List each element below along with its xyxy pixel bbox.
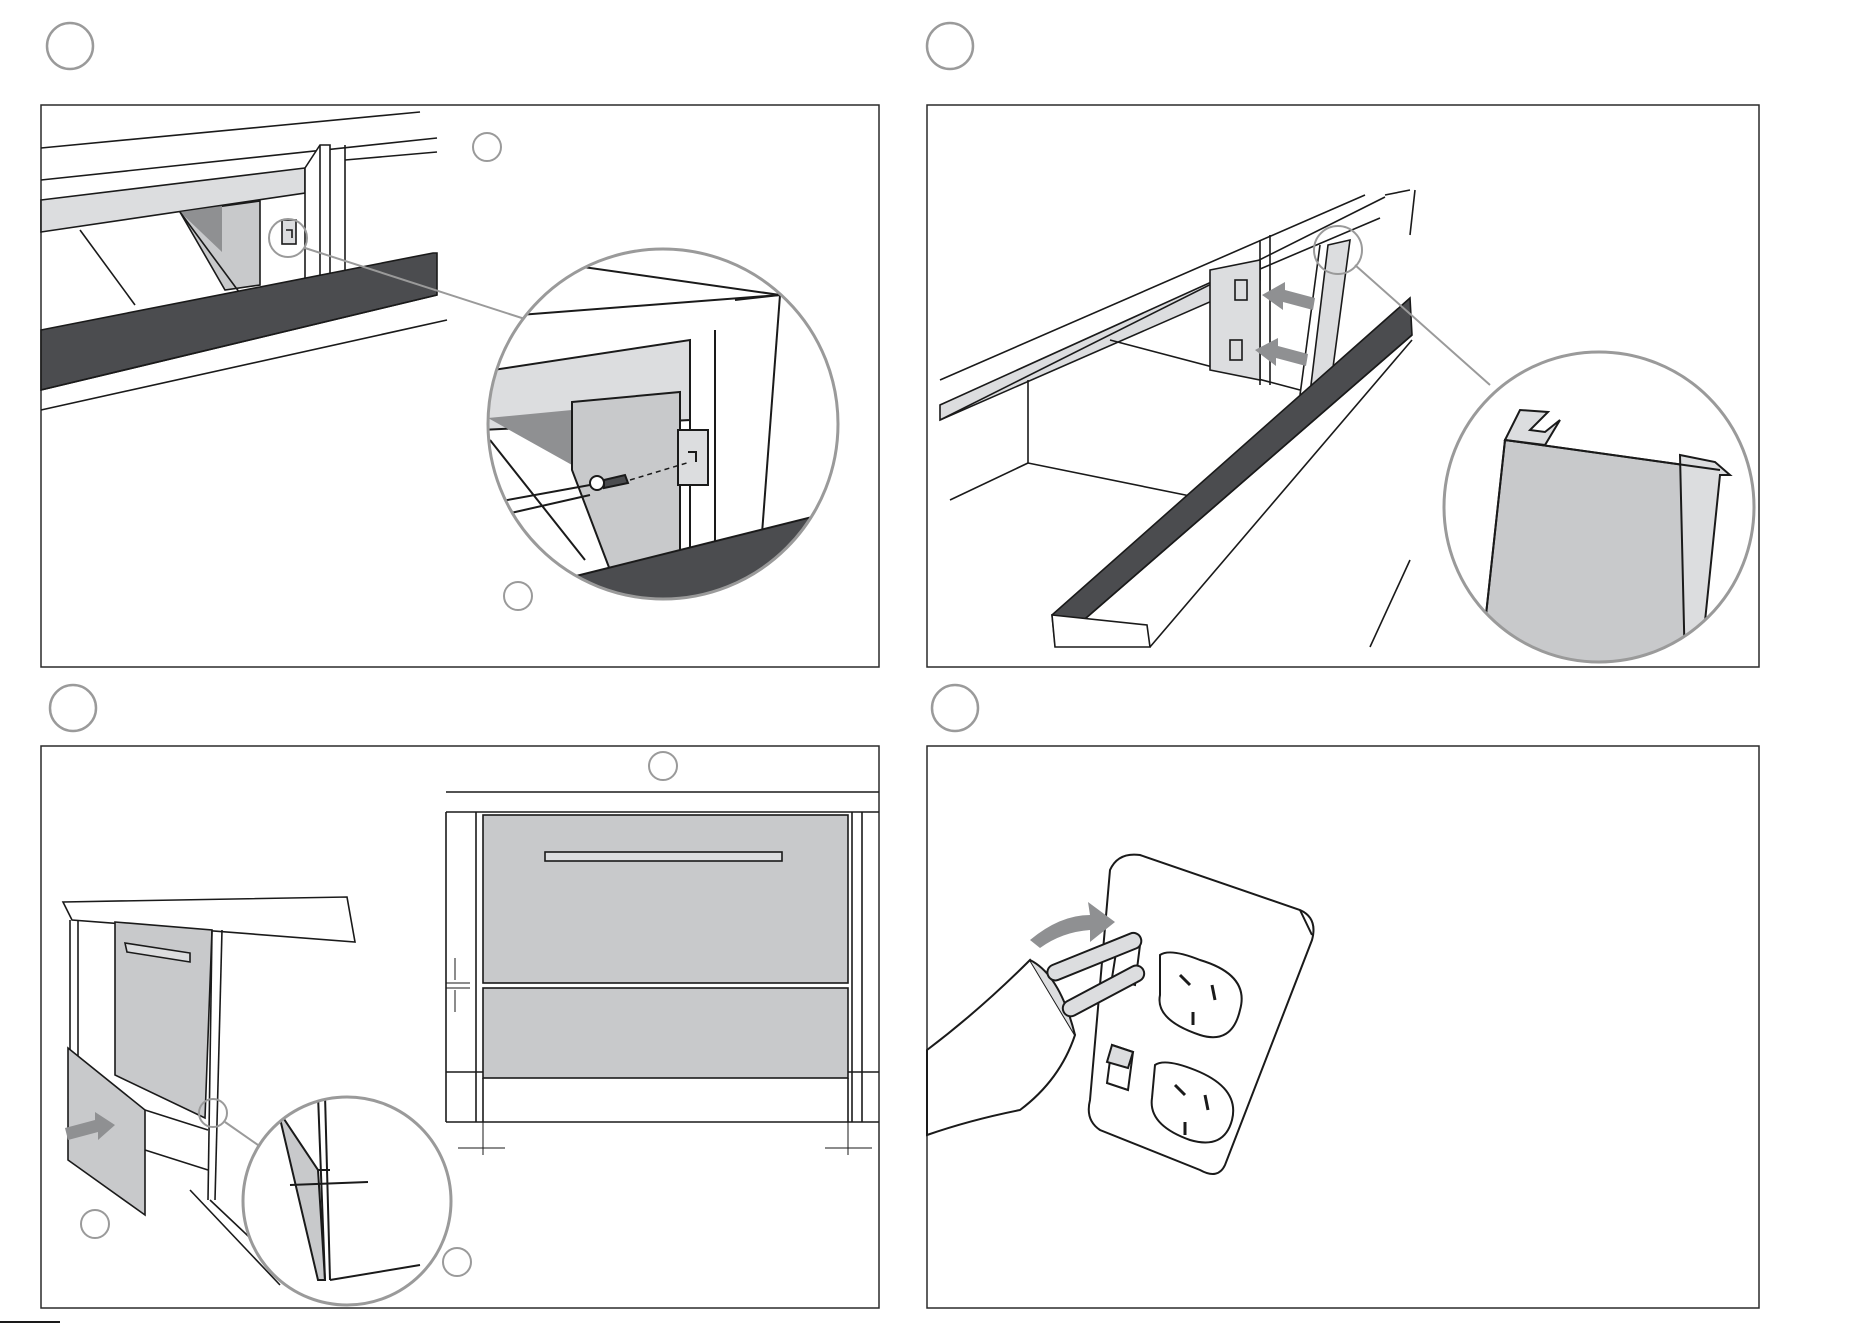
lower-drawer-front	[483, 988, 848, 1078]
step-4-number-circle-icon	[932, 685, 978, 731]
upper-drawer-front	[483, 815, 848, 983]
step-1-small-callout-icon-2	[504, 582, 532, 610]
step-3-front-elevation	[446, 792, 879, 1155]
step-3-callout-circle-icon	[81, 1210, 109, 1238]
step-2-panel	[927, 23, 1760, 670]
step-2-number-circle-icon	[927, 23, 973, 69]
step-1-magnifier-detail-icon	[480, 240, 860, 620]
step-3-small-callout-icon-2	[443, 1248, 471, 1276]
step-3-elevation-callout-icon	[649, 752, 677, 780]
step-1-cabinet-drawing	[41, 112, 447, 410]
step-3-panel	[41, 685, 879, 1315]
step-3-number-circle-icon	[50, 685, 96, 731]
drawer-handle	[545, 852, 782, 861]
step-1-panel	[41, 23, 879, 667]
step-4-arrow-icon	[1030, 902, 1115, 948]
step-4-wall-socket-icon	[1089, 855, 1314, 1174]
step-4-panel	[927, 685, 1759, 1308]
step-1-number-circle-icon	[47, 23, 93, 69]
step-2-cabinet-drawing	[940, 190, 1415, 647]
step-1-small-callout-icon	[473, 133, 501, 161]
